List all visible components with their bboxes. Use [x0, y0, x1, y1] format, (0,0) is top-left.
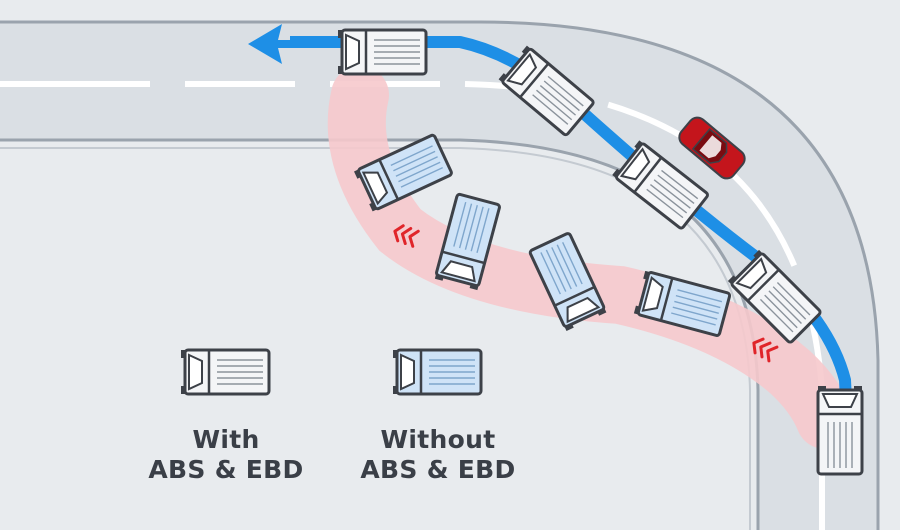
legend-truck-without-icon: [391, 348, 483, 396]
legend-label-without-line1: Without: [380, 425, 496, 454]
truck-with-abs: [336, 28, 428, 76]
road-outer-edge: [0, 20, 880, 530]
legend-label-with: With ABS & EBD: [116, 425, 336, 485]
truck-with-abs: [816, 384, 864, 476]
legend-label-with-line2: ABS & EBD: [148, 455, 304, 484]
arrow-left-icon: [248, 24, 300, 64]
legend-label-without: Without ABS & EBD: [328, 425, 548, 485]
road-surface: [0, 22, 878, 530]
legend-truck-with-icon: [179, 348, 271, 396]
legend-label-without-line2: ABS & EBD: [360, 455, 516, 484]
red-car: [678, 116, 746, 180]
legend-label-with-line1: With: [192, 425, 260, 454]
